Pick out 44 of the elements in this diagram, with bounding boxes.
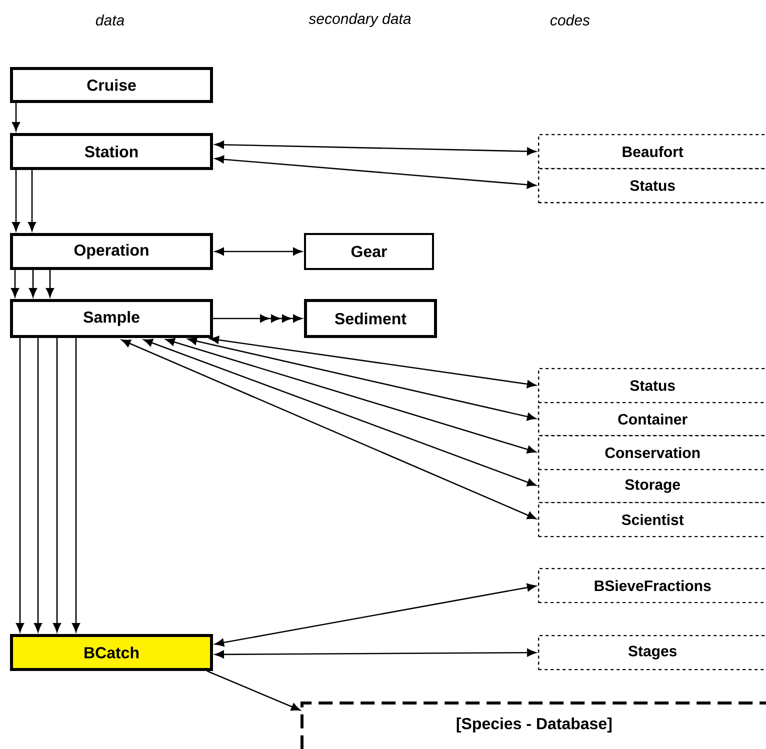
table-box: Cruise [10, 67, 213, 103]
arrow [12, 170, 20, 232]
column-heading: data [96, 14, 124, 26]
table-box: Sample [10, 299, 213, 338]
arrow [143, 338, 536, 486]
arrow [53, 338, 61, 632]
arrow [166, 338, 536, 454]
table-box: Gear [304, 232, 434, 270]
arrow [213, 314, 302, 322]
code-box: Container [538, 402, 766, 436]
table-box: Operation [10, 233, 213, 270]
arrow [214, 155, 536, 189]
arrow [16, 338, 24, 632]
arrow [206, 670, 300, 711]
arrow [28, 170, 36, 232]
arrow [121, 340, 536, 520]
node-label: Storage [625, 479, 680, 493]
database-box: [Species - Database] [300, 701, 766, 749]
arrow [34, 338, 42, 632]
arrow [46, 270, 54, 298]
code-box: BSieveFractions [538, 568, 766, 604]
arrow [11, 270, 19, 298]
code-box: Status [538, 168, 766, 204]
arrow [214, 140, 536, 156]
arrow [12, 103, 20, 132]
code-box: Beaufort [538, 134, 766, 170]
arrow [29, 270, 37, 298]
column-heading: secondary data [308, 13, 411, 27]
table-box: Sediment [304, 299, 437, 338]
node-label: Container [618, 414, 688, 425]
arrow [214, 648, 536, 658]
arrow [214, 584, 536, 647]
code-box: Scientist [538, 502, 766, 538]
arrow [188, 337, 536, 421]
code-box: Conservation [538, 434, 766, 470]
code-box: Status [538, 368, 766, 404]
code-box: Stages [538, 634, 766, 670]
arrow [72, 338, 80, 632]
table-box: Station [10, 133, 213, 170]
arrow [214, 248, 302, 256]
code-box: Storage [538, 468, 766, 504]
arrow [210, 336, 536, 388]
column-heading: codes [550, 14, 590, 26]
table-box: BCatch [10, 634, 213, 671]
